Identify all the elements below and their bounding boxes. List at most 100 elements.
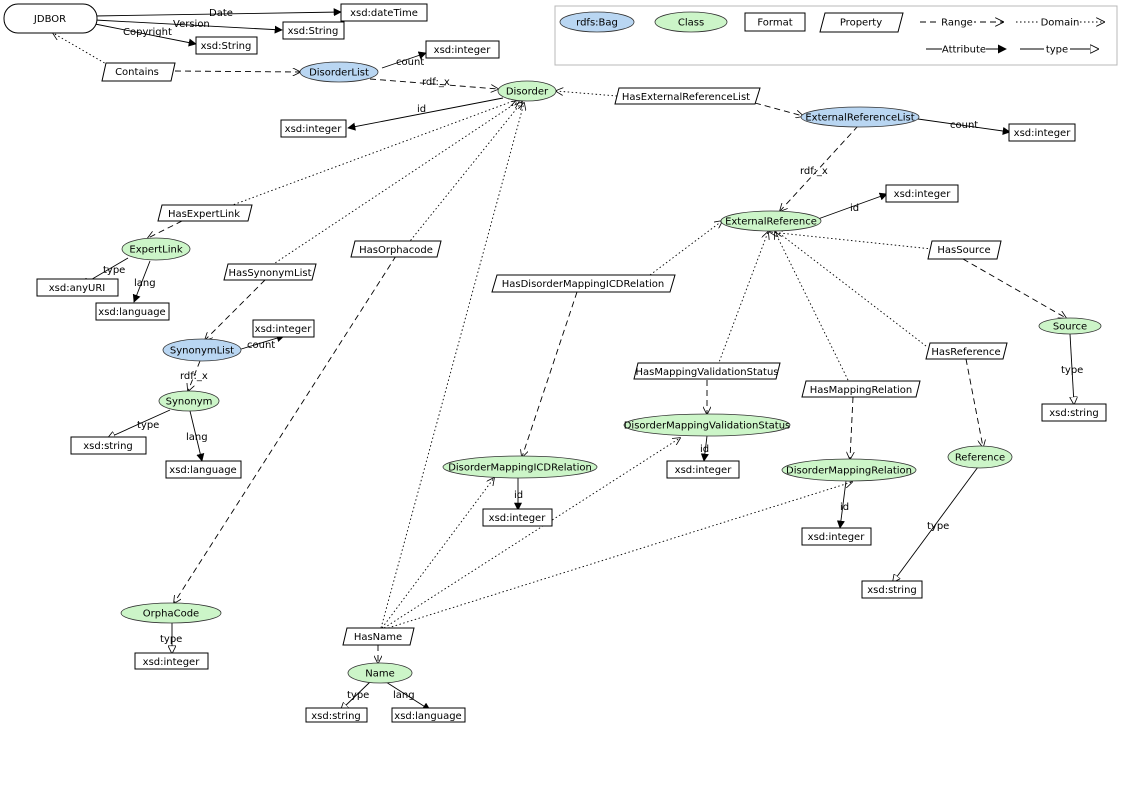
node-expertlink-language-label: xsd:language xyxy=(98,307,165,318)
legend-property-shape xyxy=(819,12,904,33)
node-name[interactable] xyxy=(347,662,413,684)
node-synonymlist-label: SynonymList xyxy=(170,346,234,357)
node-synonym[interactable] xyxy=(158,390,220,412)
edge-hassource-range xyxy=(962,258,1066,318)
node-validation-id-int[interactable] xyxy=(666,460,740,479)
label-mappingrelation-id: id xyxy=(840,502,849,513)
node-anyuri[interactable] xyxy=(36,278,119,297)
node-disordermappingicdrelation[interactable] xyxy=(442,455,598,479)
node-disorderlist-count-int[interactable] xyxy=(425,40,500,59)
node-hasexpertlink[interactable] xyxy=(157,204,253,222)
label-synonym-lang: lang xyxy=(186,432,208,443)
node-disordermappingrelation-label: DisorderMappingRelation xyxy=(786,466,912,477)
node-orphacode[interactable] xyxy=(120,602,222,624)
node-name-language-label: xsd:language xyxy=(394,711,461,722)
node-synonymlist-count-int[interactable] xyxy=(252,319,315,338)
label-reference-type: type xyxy=(927,521,949,532)
node-version-string[interactable] xyxy=(282,21,345,40)
node-disorder-label: Disorder xyxy=(506,87,549,98)
node-orphacode-int[interactable] xyxy=(134,652,209,670)
legend-bag-label: rdfs:Bag xyxy=(576,18,618,29)
edge-hasname-domain-mappingrelation xyxy=(387,482,852,629)
legend-domain-label: Domain xyxy=(1041,18,1080,29)
node-hasmappingrelation[interactable] xyxy=(801,380,921,398)
node-extref-id-int[interactable] xyxy=(885,184,959,203)
node-hasexternalreferencelist[interactable] xyxy=(614,87,761,105)
node-source[interactable] xyxy=(1038,317,1102,335)
edge-hasextreflist-domain xyxy=(556,91,618,97)
legend: rdfs:Bag Class Format Property Range Dom… xyxy=(554,5,1118,66)
node-expertlink-language[interactable] xyxy=(95,302,170,321)
label-name-lang: lang xyxy=(393,690,415,701)
node-contains[interactable] xyxy=(101,62,176,82)
node-source-string[interactable] xyxy=(1041,403,1107,422)
node-source-label: Source xyxy=(1053,322,1087,333)
node-synonym-language[interactable] xyxy=(165,460,242,479)
node-mappingrelation-id-int[interactable] xyxy=(801,527,872,546)
edge-hasvalidation-domain xyxy=(717,232,768,366)
node-hassource-label: HasSource xyxy=(937,245,990,256)
legend-format-label: Format xyxy=(757,18,792,29)
node-disorderlist[interactable] xyxy=(299,61,379,83)
node-hasname[interactable] xyxy=(342,627,415,646)
label-disorderlist-count: count xyxy=(396,57,424,68)
node-extreflist-count-int[interactable] xyxy=(1008,123,1076,142)
edge-extreflist-count xyxy=(917,118,1011,135)
edge-hasreference-domain xyxy=(775,230,927,347)
label-name-type: type xyxy=(347,690,369,701)
node-externalreferencelist-label: ExternalReferenceList xyxy=(805,113,914,124)
node-expertlink-label: ExpertLink xyxy=(129,245,182,256)
label-expertlink-lang: lang xyxy=(134,278,156,289)
edge-synonymlist-rdfx xyxy=(188,360,201,391)
node-reference-string[interactable] xyxy=(861,580,923,599)
edge-synonym-type xyxy=(108,409,171,438)
edge-synonym-lang xyxy=(189,410,205,462)
node-hasdisordermappingicdrelation[interactable] xyxy=(491,274,676,293)
node-name-language[interactable] xyxy=(391,707,466,723)
node-synonymlist[interactable] xyxy=(162,338,242,362)
node-synonym-string[interactable] xyxy=(70,436,147,455)
legend-bag-ellipse xyxy=(559,11,635,33)
node-datetime[interactable] xyxy=(340,3,428,22)
edge-hasorphacode-range xyxy=(174,255,397,603)
node-reference[interactable] xyxy=(947,445,1013,469)
label-orphacode-type: type xyxy=(160,634,182,645)
node-hasorphacode[interactable] xyxy=(350,240,442,258)
node-anyuri-label: xsd:anyURI xyxy=(49,283,105,294)
node-disorder-id-int[interactable] xyxy=(280,119,347,138)
node-hasmappingvalidationstatus[interactable] xyxy=(633,362,781,380)
label-validation-id: id xyxy=(700,444,709,455)
edge-mappingrelation-id xyxy=(836,480,847,529)
node-name-string-label: xsd:string xyxy=(311,711,361,722)
node-hassource[interactable] xyxy=(927,240,1002,260)
node-hasreference-label: HasReference xyxy=(931,347,1000,358)
node-synonym-label: Synonym xyxy=(166,397,213,408)
edge-name-type xyxy=(341,681,371,710)
edge-name-lang xyxy=(385,681,431,711)
node-externalreferencelist[interactable] xyxy=(800,106,920,128)
node-hassynonymlist[interactable] xyxy=(223,263,317,281)
edge-contains-range xyxy=(174,71,300,72)
node-copyright-string[interactable] xyxy=(195,36,258,55)
node-externalreference[interactable] xyxy=(720,210,822,232)
node-jdbor[interactable] xyxy=(3,3,98,34)
node-externalreference-label: ExternalReference xyxy=(725,217,817,228)
node-hassynonymlist-label: HasSynonymList xyxy=(228,268,311,279)
node-copyright-string-label: xsd:String xyxy=(201,41,252,52)
node-expertlink[interactable] xyxy=(121,237,191,261)
node-mappingrelation-id-int-label: xsd:integer xyxy=(808,532,866,543)
node-disorder[interactable] xyxy=(497,80,557,102)
edge-contains-domain xyxy=(53,33,109,66)
node-disorderlist-count-int-label: xsd:integer xyxy=(434,45,492,56)
label-version: Version xyxy=(173,19,210,30)
edge-hasexpertlink-domain xyxy=(229,100,516,207)
node-reference-string-label: xsd:string xyxy=(867,585,917,596)
legend-attribute-label: Attribute xyxy=(942,45,986,56)
node-name-string[interactable] xyxy=(305,707,368,723)
edge-disorderlist-count xyxy=(381,51,427,69)
node-hasexpertlink-label: HasExpertLink xyxy=(168,209,240,220)
node-hasreference[interactable] xyxy=(925,342,1008,360)
node-disordermappingrelation[interactable] xyxy=(781,458,917,482)
node-disordermappingvalidationstatus[interactable] xyxy=(623,413,791,437)
node-icd-id-int[interactable] xyxy=(482,508,553,527)
